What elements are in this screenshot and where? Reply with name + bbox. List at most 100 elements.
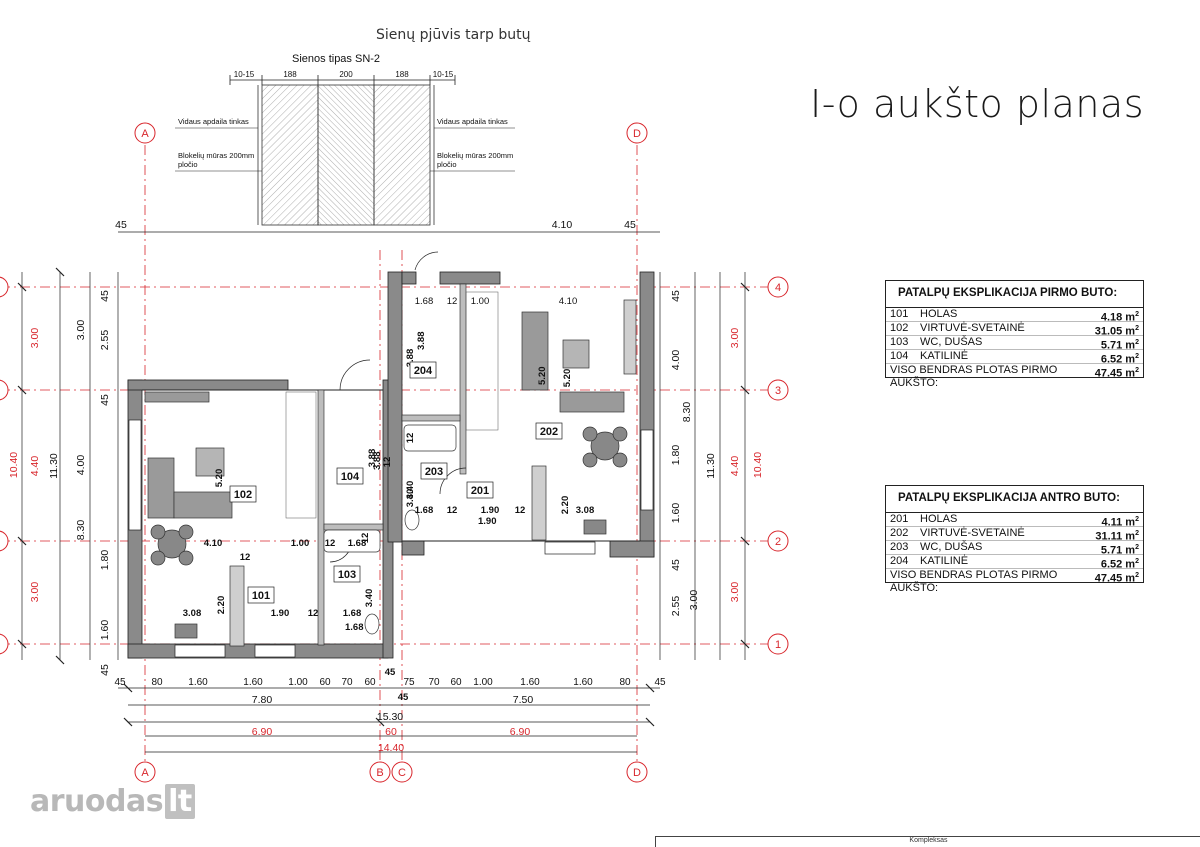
room-number: 104 — [890, 350, 909, 362]
dim-label: 1.00 — [471, 296, 490, 307]
dim-label: 70 — [428, 677, 440, 688]
dim-label: 3.00 — [29, 582, 41, 603]
table-row: 201 HOLAS 4.11 m2 — [886, 513, 1143, 529]
dim-label: 3.40 — [364, 589, 375, 608]
room-area: 5.71 m — [1100, 339, 1136, 352]
room-name: KATILINĖ — [920, 555, 969, 567]
dim-label: 6.90 — [510, 726, 531, 738]
dim-label: 1.68 — [343, 608, 362, 619]
dim-label: 4.40 — [29, 456, 41, 477]
axis-label: 1 — [775, 639, 781, 651]
room-area: 6.52 m — [1100, 353, 1136, 366]
dim-label: 5.20 — [537, 367, 548, 386]
wall-dim: 188 — [283, 70, 297, 79]
dim-label: 60 — [364, 677, 376, 688]
axis-label: 2 — [775, 536, 781, 548]
dim-label: 60 — [385, 726, 397, 738]
dim-label: 12 — [447, 296, 458, 307]
dim-label: 45 — [99, 394, 111, 406]
axis-label: C — [398, 767, 406, 779]
table-row: 103 WC, DUŠAS 5.71 m2 — [886, 336, 1143, 352]
dim-label: 45 — [398, 692, 409, 703]
room-area: 31.11 m — [1095, 530, 1136, 543]
room-schedule-table-2: PATALPŲ EKSPLIKACIJA ANTRO BUTO: 201 HOL… — [885, 485, 1144, 594]
room-number: 202 — [890, 527, 909, 539]
unit-sup: 2 — [1135, 544, 1139, 551]
wall-section-detail: Sienos tipas SN-2 10-15 188 200 188 10-1… — [175, 53, 515, 226]
dim-label: 4.10 — [552, 219, 573, 231]
dim-label: 6.90 — [252, 726, 273, 738]
room-label: 202 — [540, 426, 558, 438]
dim-label: 14.40 — [378, 742, 404, 754]
dim-label: 70 — [341, 677, 353, 688]
dim-label: 3.08 — [183, 608, 202, 619]
dim-label: 45 — [670, 559, 682, 571]
axis-label: 3 — [775, 385, 781, 397]
axis-label: D — [633, 767, 641, 779]
dim-label: 4.00 — [75, 455, 87, 476]
dim-label: 1.80 — [99, 550, 111, 571]
dim-label: 4.00 — [670, 350, 682, 371]
dim-label: 2.20 — [560, 496, 571, 515]
room-area: 4.18 m — [1100, 311, 1136, 324]
dim-label: 3.00 — [75, 320, 87, 341]
watermark-text: aruodas — [30, 784, 164, 819]
room-schedule-table-1: PATALPŲ EKSPLIKACIJA PIRMO BUTO: 101 HOL… — [885, 280, 1144, 389]
dim-label: 12 — [240, 552, 251, 563]
room-name: WC, DUŠAS — [920, 336, 983, 348]
dim-label: 1.68 — [415, 296, 434, 307]
room-label: 101 — [252, 590, 270, 602]
room-number: 101 — [890, 308, 909, 320]
dim-label: 45 — [385, 667, 396, 678]
section-title: Sienų pjūvis tarp butų — [376, 27, 531, 43]
room-area: 6.52 m — [1100, 558, 1136, 571]
axis-markers: A D A B C D 4 3 2 1 — [0, 122, 789, 783]
unit-sup: 2 — [1135, 353, 1139, 360]
axis-label: A — [141, 128, 149, 140]
dim-label: 45 — [114, 677, 126, 688]
wall-dim: 10-15 — [433, 70, 454, 79]
dim-label: 12 — [308, 608, 319, 619]
table-row: 101 HOLAS 4.18 m2 — [886, 308, 1143, 324]
dim-label: 8.30 — [75, 520, 87, 541]
dim-label: 1.68 — [415, 505, 434, 516]
unit-sup: 2 — [1135, 558, 1139, 565]
room-label: 203 — [425, 466, 443, 478]
dim-label: 60 — [319, 677, 331, 688]
dim-label: 1.90 — [481, 505, 500, 516]
room-name: HOLAS — [920, 308, 958, 320]
table-row: 203 WC, DUŠAS 5.71 m2 — [886, 541, 1143, 557]
dim-label: 1.68 — [348, 538, 367, 549]
axis-label: A — [141, 767, 149, 779]
dim-label: 7.50 — [513, 694, 534, 706]
unit-sup: 2 — [1135, 325, 1139, 332]
dim-label: 3.88 — [416, 332, 427, 351]
axis-label: 4 — [775, 282, 781, 294]
dim-label: 1.00 — [291, 538, 310, 549]
room-number: 102 — [890, 322, 909, 334]
building-walls — [127, 251, 655, 659]
dim-label: 1.90 — [271, 608, 290, 619]
axis-label: D — [633, 128, 641, 140]
unit-sup: 2 — [1135, 530, 1139, 537]
room-label: 201 — [471, 485, 489, 497]
dim-label: 1.90 — [478, 516, 497, 527]
wall-label-left: Vidaus apdaila tinkas — [178, 117, 249, 126]
dim-label: 11.30 — [705, 453, 717, 479]
wall-label-left: Blokelių mūras 200mm — [178, 151, 254, 160]
room-number: 204 — [890, 555, 909, 567]
dim-label: 80 — [619, 677, 631, 688]
dim-label: 4.10 — [559, 296, 578, 307]
wall-dim: 10-15 — [234, 70, 255, 79]
dim-label: 3.08 — [576, 505, 595, 516]
unit-sup: 2 — [1135, 339, 1139, 346]
room-number: 201 — [890, 513, 909, 525]
wall-dim: 188 — [395, 70, 409, 79]
wall-label-right: Vidaus apdaila tinkas — [437, 117, 508, 126]
dim-label: 45 — [670, 290, 682, 302]
dim-label: 2.55 — [670, 596, 682, 617]
room-area: 5.71 m — [1100, 544, 1136, 557]
unit-sup: 2 — [1135, 367, 1139, 374]
dim-label: 80 — [151, 677, 163, 688]
